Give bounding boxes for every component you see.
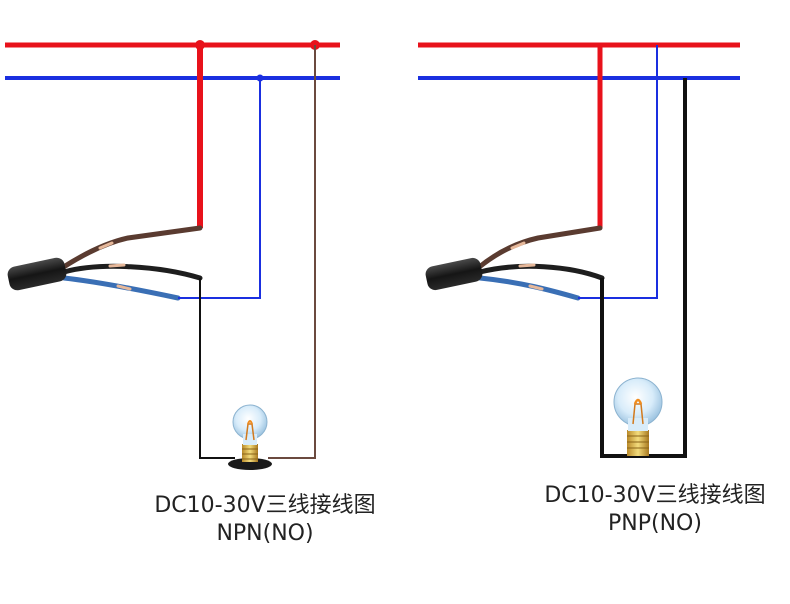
pnp-caption: DC10-30V三线接线图 PNP(NO)	[510, 482, 790, 538]
npn-black-wire	[61, 263, 203, 281]
pnp-blue-link	[578, 45, 658, 299]
pnp-blue-wire	[477, 275, 581, 301]
npn-caption-subtitle: NPN(NO)	[216, 521, 314, 546]
pnp-caption-title: DC10-30V三线接线图	[544, 483, 766, 508]
pnp-brown-wire	[475, 225, 603, 271]
npn-caption-title: DC10-30V三线接线图	[154, 493, 376, 518]
npn-load-return-wire	[268, 45, 316, 459]
light-bulb-icon	[613, 377, 663, 456]
pnp-black-wire	[477, 263, 605, 281]
pnp-diagram	[418, 42, 740, 458]
sensor-cable-icon	[425, 257, 483, 291]
npn-brown-wire	[59, 225, 203, 271]
sensor-cable-icon	[7, 257, 67, 291]
light-bulb-icon	[228, 404, 272, 470]
npn-diagram	[5, 40, 340, 470]
npn-output-wire	[199, 278, 235, 459]
npn-caption: DC10-30V三线接线图 NPN(NO)	[110, 492, 420, 548]
npn-blue-link	[178, 78, 261, 299]
pnp-caption-subtitle: PNP(NO)	[608, 511, 702, 536]
